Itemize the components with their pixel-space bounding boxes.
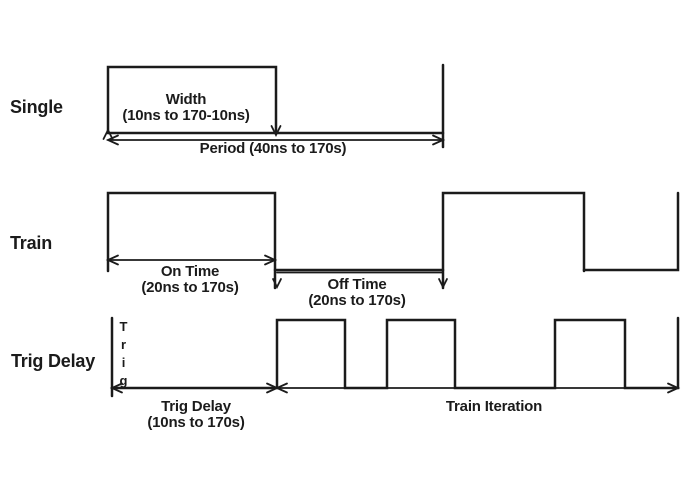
trig-delay-annotation-range: (10ns to 170s) [147,414,245,431]
off-time-arrowhead-left [272,278,282,290]
trig-delay-annotation: Trig Delay (10ns to 170s) [147,399,244,431]
trig-delay-arrowhead-left [109,382,123,394]
width-arrowhead-down [270,125,282,138]
on-time-annotation: On Time (20ns to 170s) [141,264,238,296]
trig-delay-measures [109,382,681,394]
trigger-marker-label: Trig [116,319,131,391]
on-time-arrowhead-left [105,254,119,266]
width-annotation-range: (10ns to 170-10ns) [122,107,250,124]
period-arrowhead-left [105,134,119,146]
off-time-arrowhead-right [438,278,448,290]
width-arrowhead-up [102,127,114,140]
train-pulse-3-rise [582,191,680,272]
single-pulse [106,65,278,135]
single-measures [102,125,446,146]
train-iteration-arrowhead-left [274,382,288,394]
train-iteration-arrowhead-right [667,382,681,394]
train-waveform [106,191,680,290]
trig-delay-annotation-title: Trig Delay [161,398,231,415]
off-time-annotation: Off Time (20ns to 170s) [308,277,405,309]
train-pulse-2 [441,191,586,290]
train-measures [105,254,448,290]
width-annotation-title: Width [165,91,207,108]
trig-pulse-train [110,316,680,390]
diagram-strokes [102,63,681,398]
train-pulse-1 [106,191,277,290]
trig-delay-waveform [110,316,680,398]
period-annotation: Period (40ns to 170s) [199,140,347,157]
single-row-label: Single [10,97,63,117]
train-iteration-annotation: Train Iteration [445,398,543,415]
period-arrowhead-right [432,134,446,146]
trig-delay-row-label: Trig Delay [11,351,96,371]
width-annotation: Width (10ns to 170-10ns) [122,92,249,124]
off-time-annotation-range: (20ns to 170s) [308,292,406,309]
on-time-annotation-range: (20ns to 170s) [141,279,239,296]
on-time-annotation-title: On Time [160,263,220,280]
train-row-label: Train [10,233,53,253]
off-time-annotation-title: Off Time [327,276,387,293]
on-time-arrowhead-right [264,254,278,266]
